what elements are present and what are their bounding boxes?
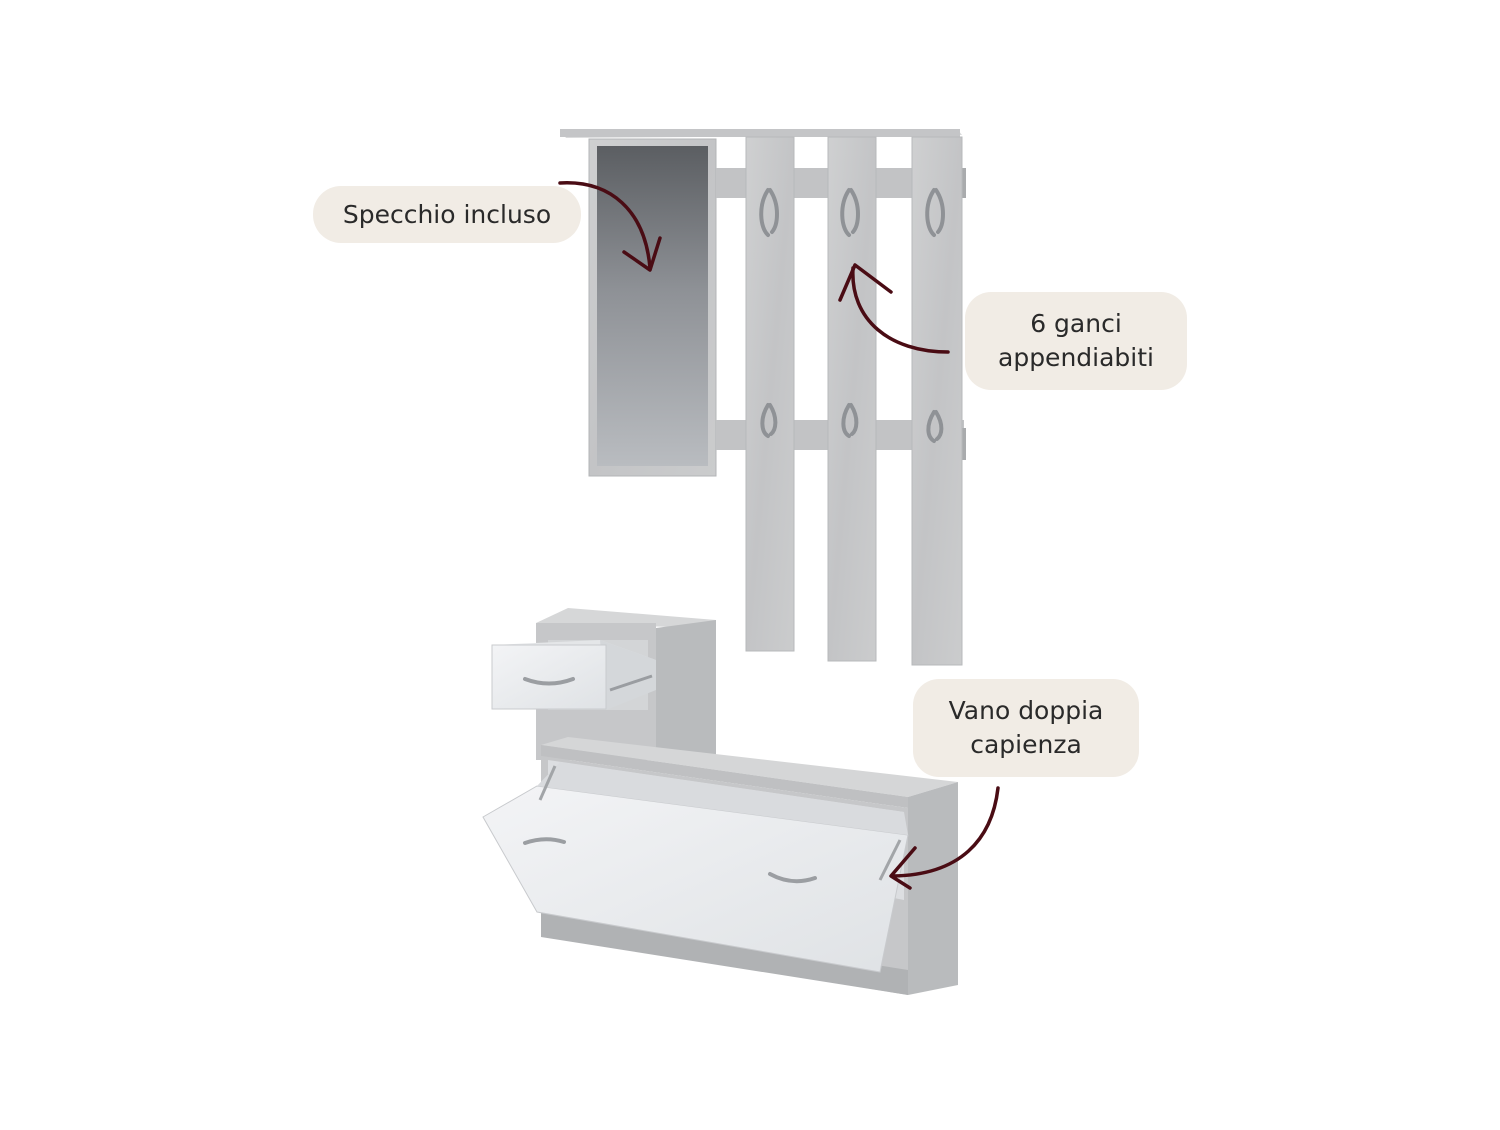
callout-mirror-included: Specchio incluso (313, 186, 581, 243)
callout-coat-hooks: 6 ganci appendiabiti (965, 292, 1187, 390)
hook-icon (926, 410, 944, 443)
callout-text: Vano doppia (948, 696, 1104, 725)
callout-text: Specchio incluso (342, 199, 552, 229)
mirror-panel (588, 138, 717, 477)
callout-text: appendiabiti (998, 343, 1154, 372)
arrow-icon (622, 236, 662, 272)
callout-text: 6 ganci (1030, 309, 1122, 338)
hook-icon (925, 188, 945, 237)
hook-icon (759, 188, 779, 237)
shoe-cabinet (482, 737, 958, 995)
top-shelf (560, 129, 962, 138)
callout-text: capienza (970, 730, 1082, 759)
handle-icon (523, 677, 575, 686)
handle-icon (523, 837, 566, 845)
hook-icon (840, 188, 860, 237)
hook-icon (841, 403, 859, 438)
arrow-icon (838, 263, 893, 302)
arrow-icon (891, 786, 1000, 878)
tilt-door (482, 785, 909, 973)
drawer-unit (491, 608, 716, 760)
hook-icon (760, 403, 778, 438)
drawer-front (491, 644, 607, 710)
arrow-icon (851, 266, 950, 354)
callout-shoe-compartment: Vano doppia capienza (913, 679, 1139, 777)
arrow-icon (558, 181, 652, 270)
handle-icon (768, 872, 817, 884)
vertical-slats (745, 136, 963, 666)
arrow-icon (889, 846, 917, 890)
